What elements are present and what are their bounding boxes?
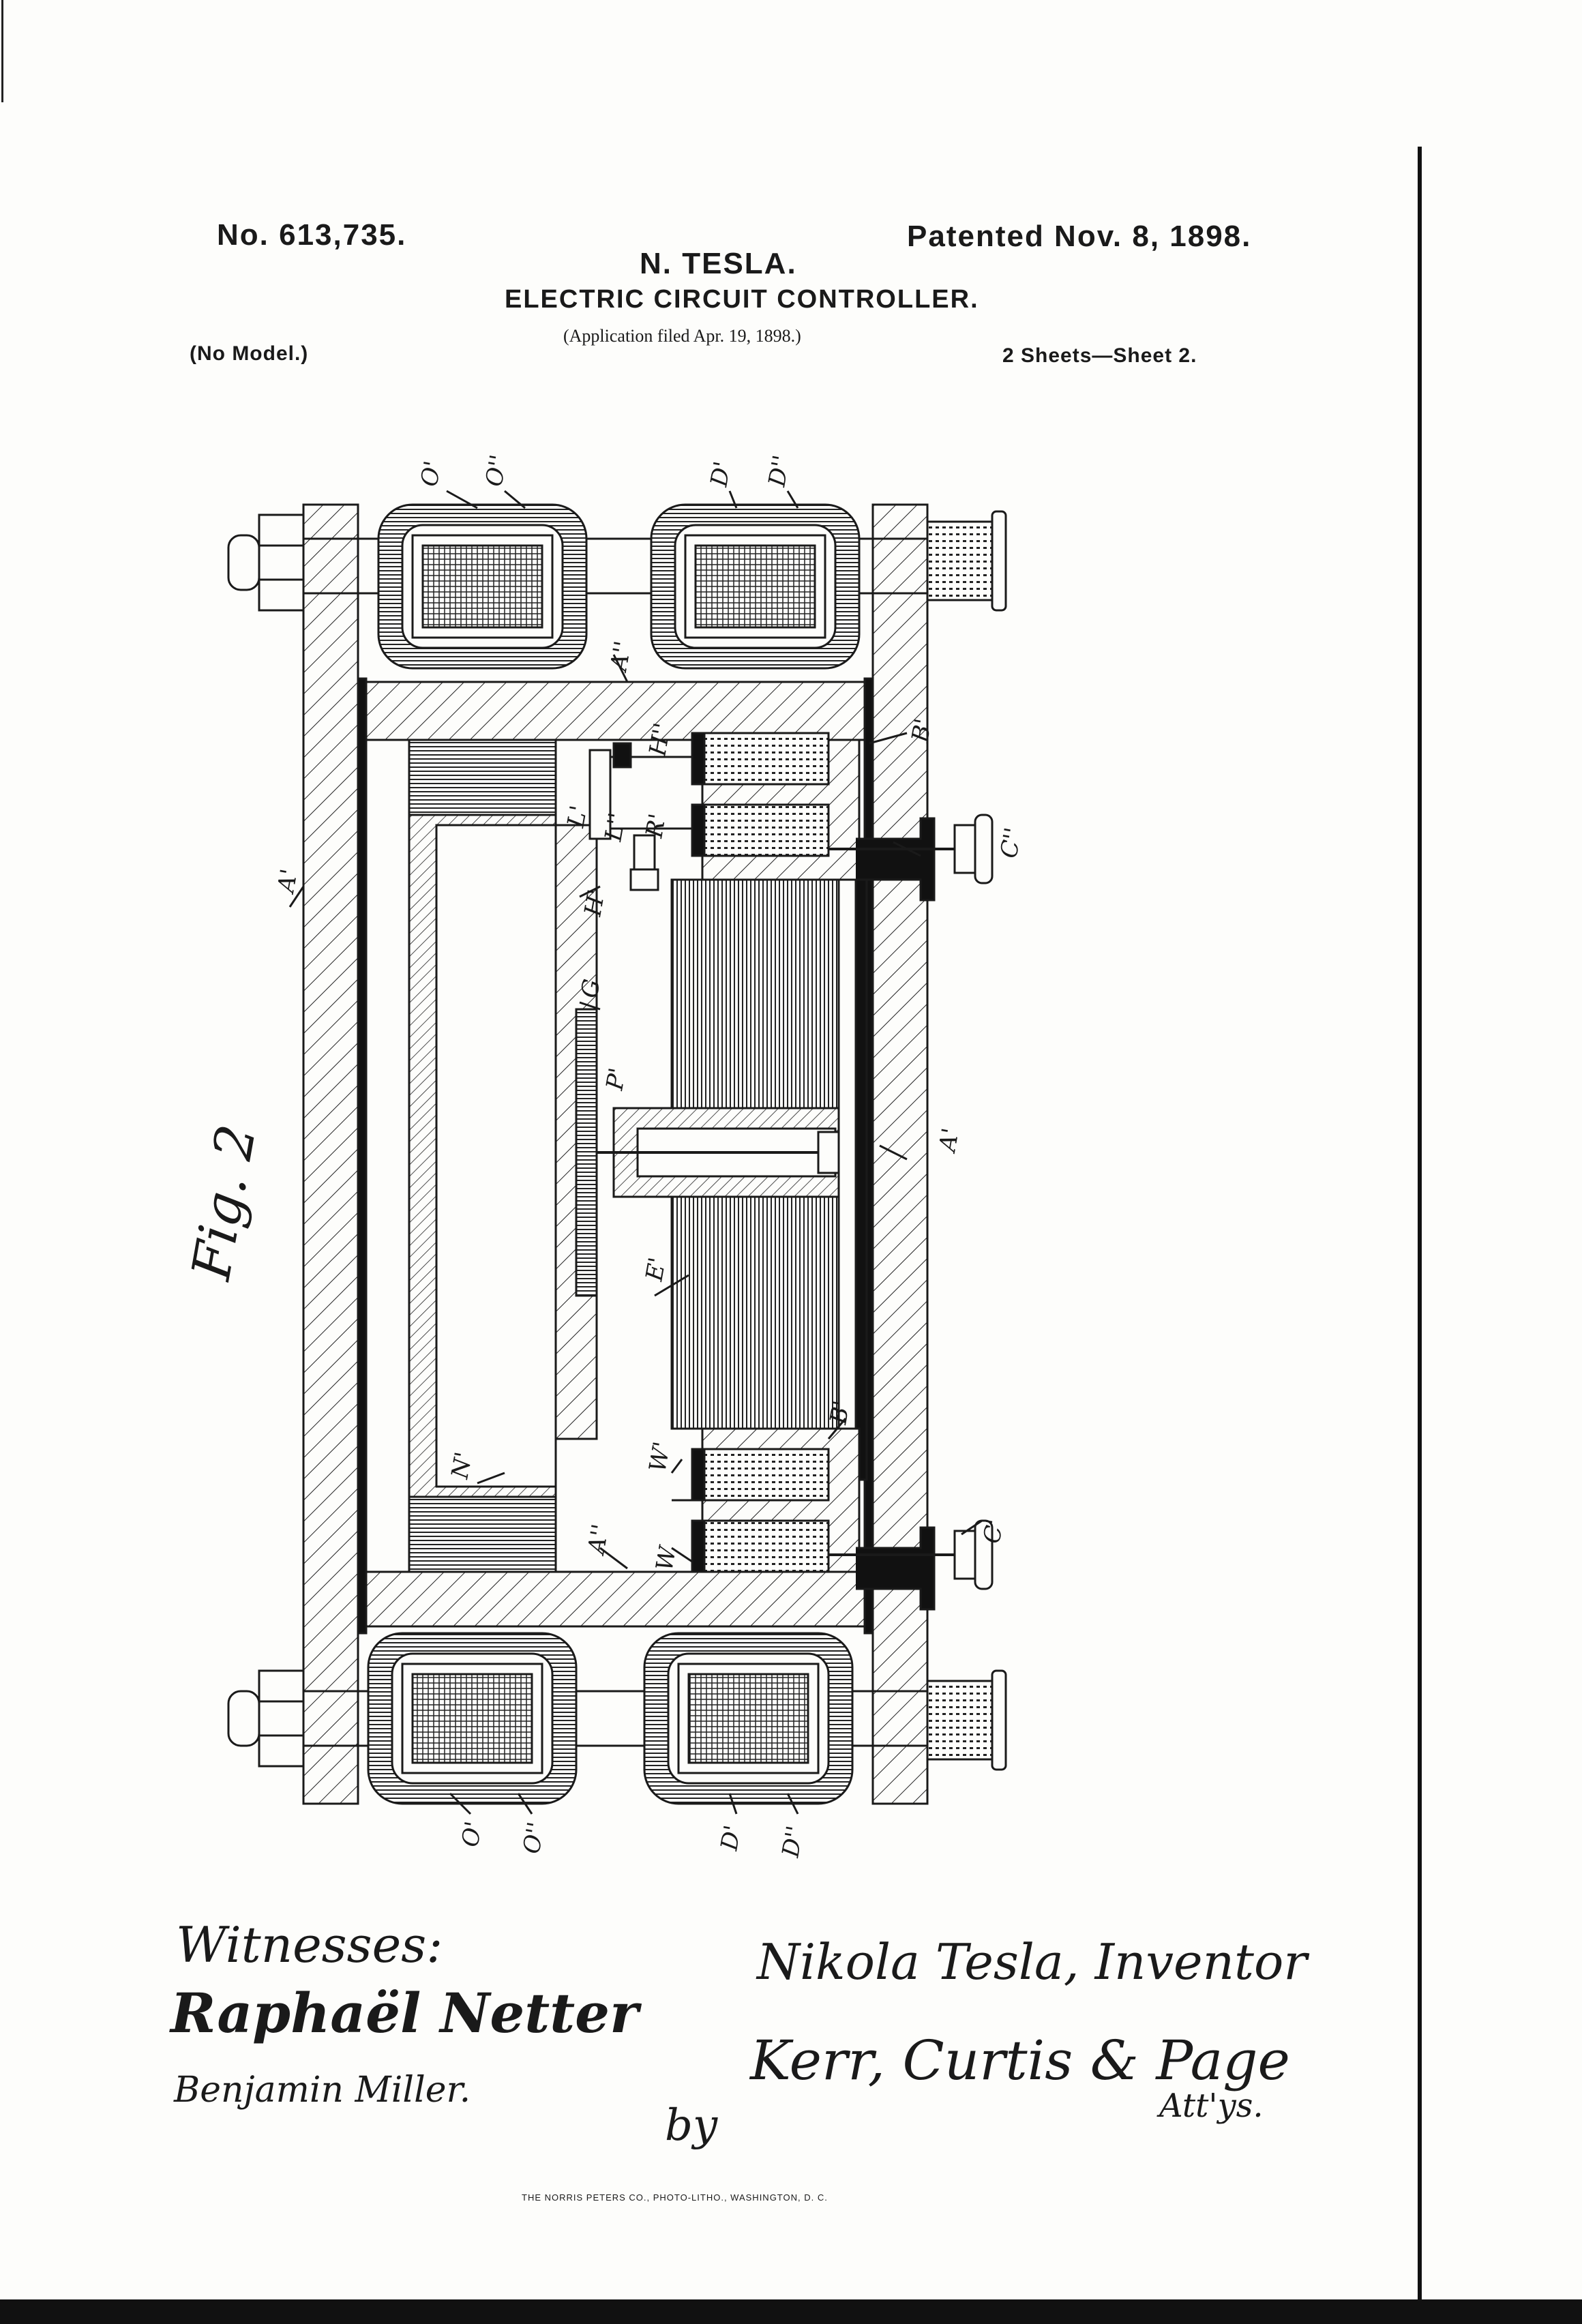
scan-edge-bottom bbox=[0, 2299, 1582, 2324]
label-o-double-bottom: O'' bbox=[518, 1820, 550, 1856]
label-o-prime-bottom: O' bbox=[456, 1819, 488, 1849]
patent-number: No. 613,735. bbox=[217, 218, 407, 252]
scan-edge-right bbox=[1418, 147, 1422, 2324]
label-a-prime-right: A' bbox=[934, 1126, 965, 1155]
label-c-double-top: C'' bbox=[995, 826, 1027, 861]
inventor-signature: Nikola Tesla, Inventor bbox=[757, 1933, 1307, 1991]
label-e-prime: E' bbox=[640, 1255, 671, 1284]
patent-date: Patented Nov. 8, 1898. bbox=[907, 220, 1252, 253]
sheet-number: 2 Sheets—Sheet 2. bbox=[1002, 344, 1197, 367]
scan-edge-left bbox=[1, 0, 3, 102]
application-date: (Application filed Apr. 19, 1898.) bbox=[563, 326, 801, 346]
coil-top-o bbox=[377, 503, 588, 670]
label-b-prime-top: B' bbox=[906, 717, 938, 745]
patent-title: ELECTRIC CIRCUIT CONTROLLER. bbox=[505, 285, 979, 314]
label-n-prime: N' bbox=[446, 1450, 477, 1481]
witnesses-label: Witnesses: bbox=[176, 1916, 443, 1973]
figure-caption: Fig. 2 bbox=[181, 1120, 269, 1285]
label-o-prime-top: O' bbox=[415, 459, 447, 489]
label-h-double: H'' bbox=[644, 721, 676, 759]
label-w: W bbox=[651, 1543, 682, 1573]
label-c-prime-bottom: C' bbox=[978, 1517, 1009, 1546]
by-label: by bbox=[665, 2100, 718, 2151]
attorneys-signature: Kerr, Curtis & Page bbox=[750, 2029, 1290, 2092]
model-note: (No Model.) bbox=[190, 342, 309, 365]
label-d-double-bottom: D'' bbox=[777, 1823, 809, 1860]
coil-bottom-d bbox=[643, 1632, 854, 1805]
witness-signature-2: Benjamin Miller. bbox=[174, 2070, 471, 2111]
label-g: G bbox=[576, 977, 606, 1000]
label-d-prime-top: D' bbox=[705, 460, 736, 490]
label-d-double-top: D'' bbox=[763, 453, 796, 489]
label-l-prime: L' bbox=[562, 803, 593, 830]
inventor-heading: N. TESLA. bbox=[640, 247, 797, 280]
label-r-prime: R' bbox=[640, 811, 672, 840]
coil-top-d bbox=[650, 503, 861, 670]
label-a-double-bottom: A'' bbox=[582, 1522, 614, 1558]
label-b-prime-bottom: B' bbox=[824, 1399, 856, 1427]
label-w-prime: W' bbox=[644, 1440, 676, 1474]
lithographer-credit: THE NORRIS PETERS CO., PHOTO-LITHO., WAS… bbox=[522, 2192, 828, 2203]
label-h-prime: H' bbox=[579, 887, 610, 919]
label-a-double-top: A'' bbox=[605, 639, 637, 674]
attorneys-suffix: Att'ys. bbox=[1159, 2087, 1264, 2125]
label-l-double: L'' bbox=[599, 811, 631, 844]
coil-bottom-o bbox=[367, 1632, 578, 1805]
label-d-prime-bottom: D' bbox=[715, 1823, 747, 1853]
label-a-prime-left: A' bbox=[272, 867, 303, 896]
label-p-prime: P' bbox=[601, 1066, 631, 1093]
witness-signature-1: Raphaël Netter bbox=[170, 1981, 639, 2045]
label-o-double-top: O'' bbox=[480, 453, 512, 489]
